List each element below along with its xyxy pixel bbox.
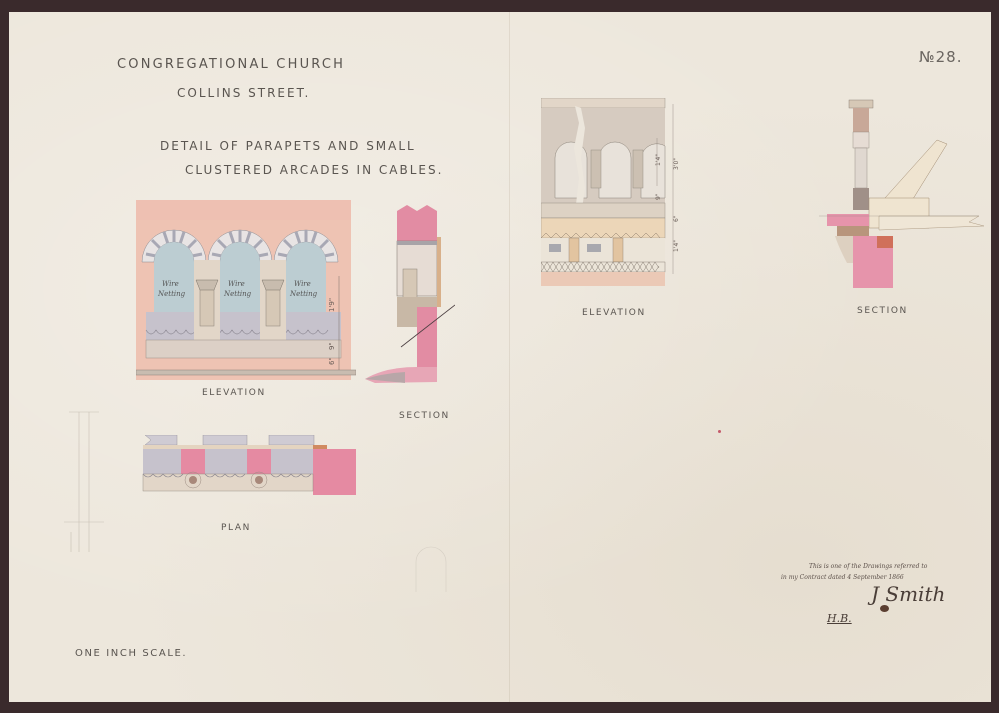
- svg-text:1'9": 1'9": [328, 298, 336, 312]
- wire-netting-label: Wire: [162, 280, 179, 288]
- right-elevation-label: ELEVATION: [582, 308, 646, 318]
- svg-text:9": 9": [655, 193, 662, 200]
- sheet-description-line2: CLUSTERED ARCADES IN CABLES.: [185, 163, 444, 177]
- arch-voussoirs: [141, 229, 339, 263]
- drawing-sheet: CONGREGATIONAL CHURCH COLLINS STREET. DE…: [9, 12, 991, 702]
- contract-note-line1: This is one of the Drawings referred to: [809, 563, 928, 570]
- right-elevation-drawing: 1'4" 3'0" 9" 6" 1'4": [541, 98, 680, 286]
- svg-text:Netting: Netting: [223, 290, 252, 298]
- svg-text:6": 6": [328, 357, 336, 365]
- svg-text:9": 9": [328, 342, 336, 350]
- svg-text:3'0": 3'0": [673, 158, 680, 170]
- svg-text:Wire: Wire: [228, 280, 245, 288]
- left-section-drawing: [365, 205, 455, 383]
- plan-label: PLAN: [221, 523, 251, 533]
- right-section-drawing: [819, 99, 985, 288]
- pencil-arch-sketch: [415, 546, 447, 592]
- sheet-number: №28.: [919, 48, 963, 66]
- left-elevation-label: ELEVATION: [202, 388, 266, 398]
- svg-text:Wire: Wire: [294, 280, 311, 288]
- sheet-subtitle: COLLINS STREET.: [177, 86, 311, 100]
- sheet-title: CONGREGATIONAL CHURCH: [117, 57, 346, 72]
- left-elevation-drawing: Wire Netting Wire Netting Wire Netting 1…: [136, 200, 356, 380]
- left-section-label: SECTION: [399, 411, 450, 421]
- sheet-description-line1: DETAIL OF PARAPETS AND SMALL: [160, 139, 416, 153]
- svg-text:6": 6": [673, 215, 680, 222]
- pencil-sketch: [64, 411, 104, 552]
- svg-text:1'4": 1'4": [673, 240, 680, 252]
- signature: J Smith: [871, 582, 946, 606]
- plan-drawing: [142, 435, 356, 495]
- contract-note-line2: in my Contract dated 4 September 1866: [781, 574, 904, 581]
- initials: H.B.: [827, 612, 852, 625]
- ink-blot: [880, 605, 889, 612]
- ink-spot: [718, 430, 721, 433]
- scale-note: ONE INCH SCALE.: [75, 648, 188, 659]
- svg-text:1'4": 1'4": [655, 154, 662, 166]
- svg-text:Netting: Netting: [289, 290, 318, 298]
- right-section-label: SECTION: [857, 306, 908, 316]
- svg-text:Netting: Netting: [157, 290, 186, 298]
- fold-line: [509, 12, 510, 702]
